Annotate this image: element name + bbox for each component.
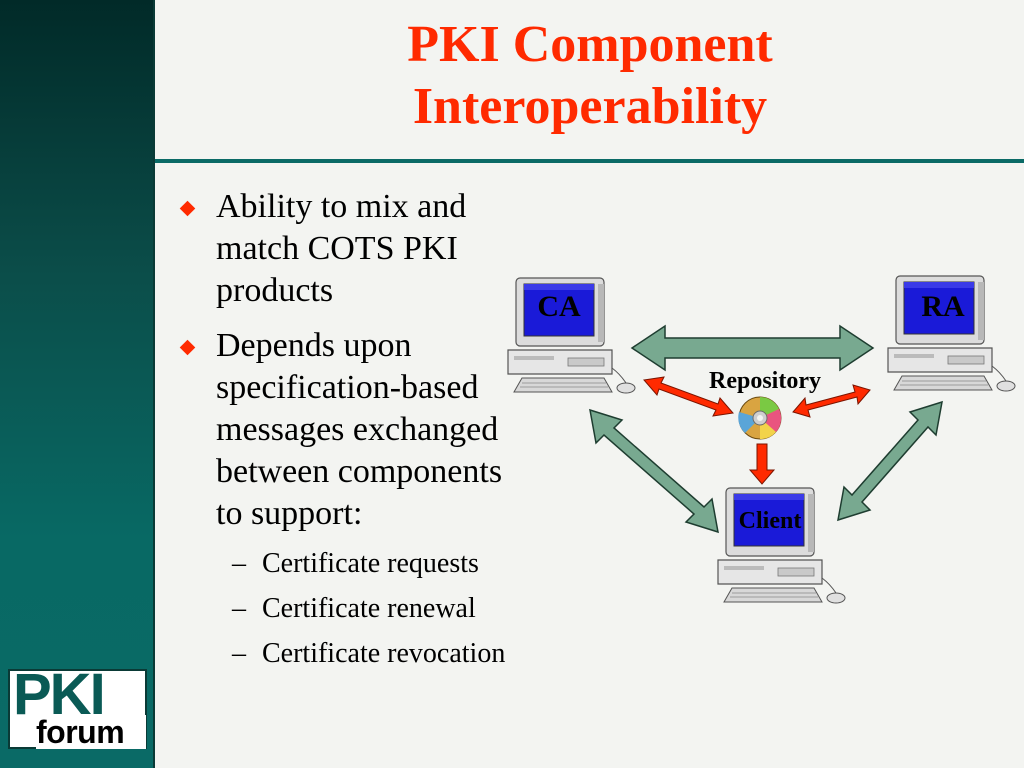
repository-disc-icon bbox=[738, 397, 781, 439]
ca-ra-arrow bbox=[632, 326, 873, 370]
ca-label: CA bbox=[528, 290, 590, 324]
repository-client-arrow bbox=[750, 444, 774, 484]
client-label: Client bbox=[727, 508, 813, 535]
ca-client-arrow bbox=[590, 410, 718, 532]
ra-client-arrow bbox=[838, 402, 942, 520]
client-computer-icon bbox=[718, 488, 845, 603]
repository-label: Repository bbox=[690, 368, 840, 395]
ra-label: RA bbox=[910, 290, 976, 324]
